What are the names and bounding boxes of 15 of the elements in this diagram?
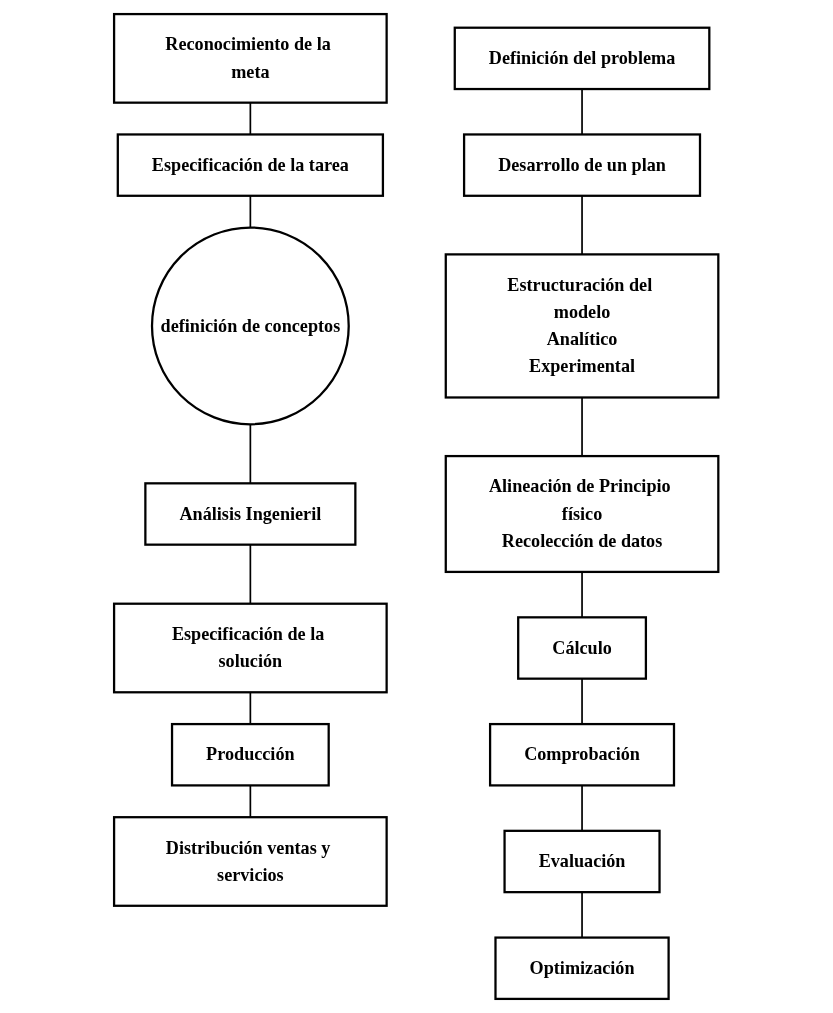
node-box: Producción	[171, 722, 331, 787]
node-box: Especificación de la solución	[113, 602, 389, 694]
node-circle: definición de conceptos	[151, 226, 351, 426]
node-box: Evaluación	[503, 829, 661, 894]
node-box: Alineación de Principio físico Recolección de datos	[444, 454, 720, 574]
node-box: Cálculo	[517, 616, 648, 680]
node-box: Optimización	[494, 936, 671, 1001]
node-box: Desarrollo de un plan	[463, 133, 702, 197]
node-box: Comprobación	[489, 722, 676, 787]
node-box: Reconocimiento de la meta	[113, 12, 389, 104]
node-box: Especificación de la tarea	[116, 133, 385, 197]
node-box: Análisis Ingenieril	[144, 482, 357, 546]
node-box: Distribución ventas y servicios	[113, 816, 389, 907]
node-box: Definición del problema	[453, 26, 711, 91]
node-box: Estructuración del modelo Analítico Experimental	[444, 253, 720, 399]
